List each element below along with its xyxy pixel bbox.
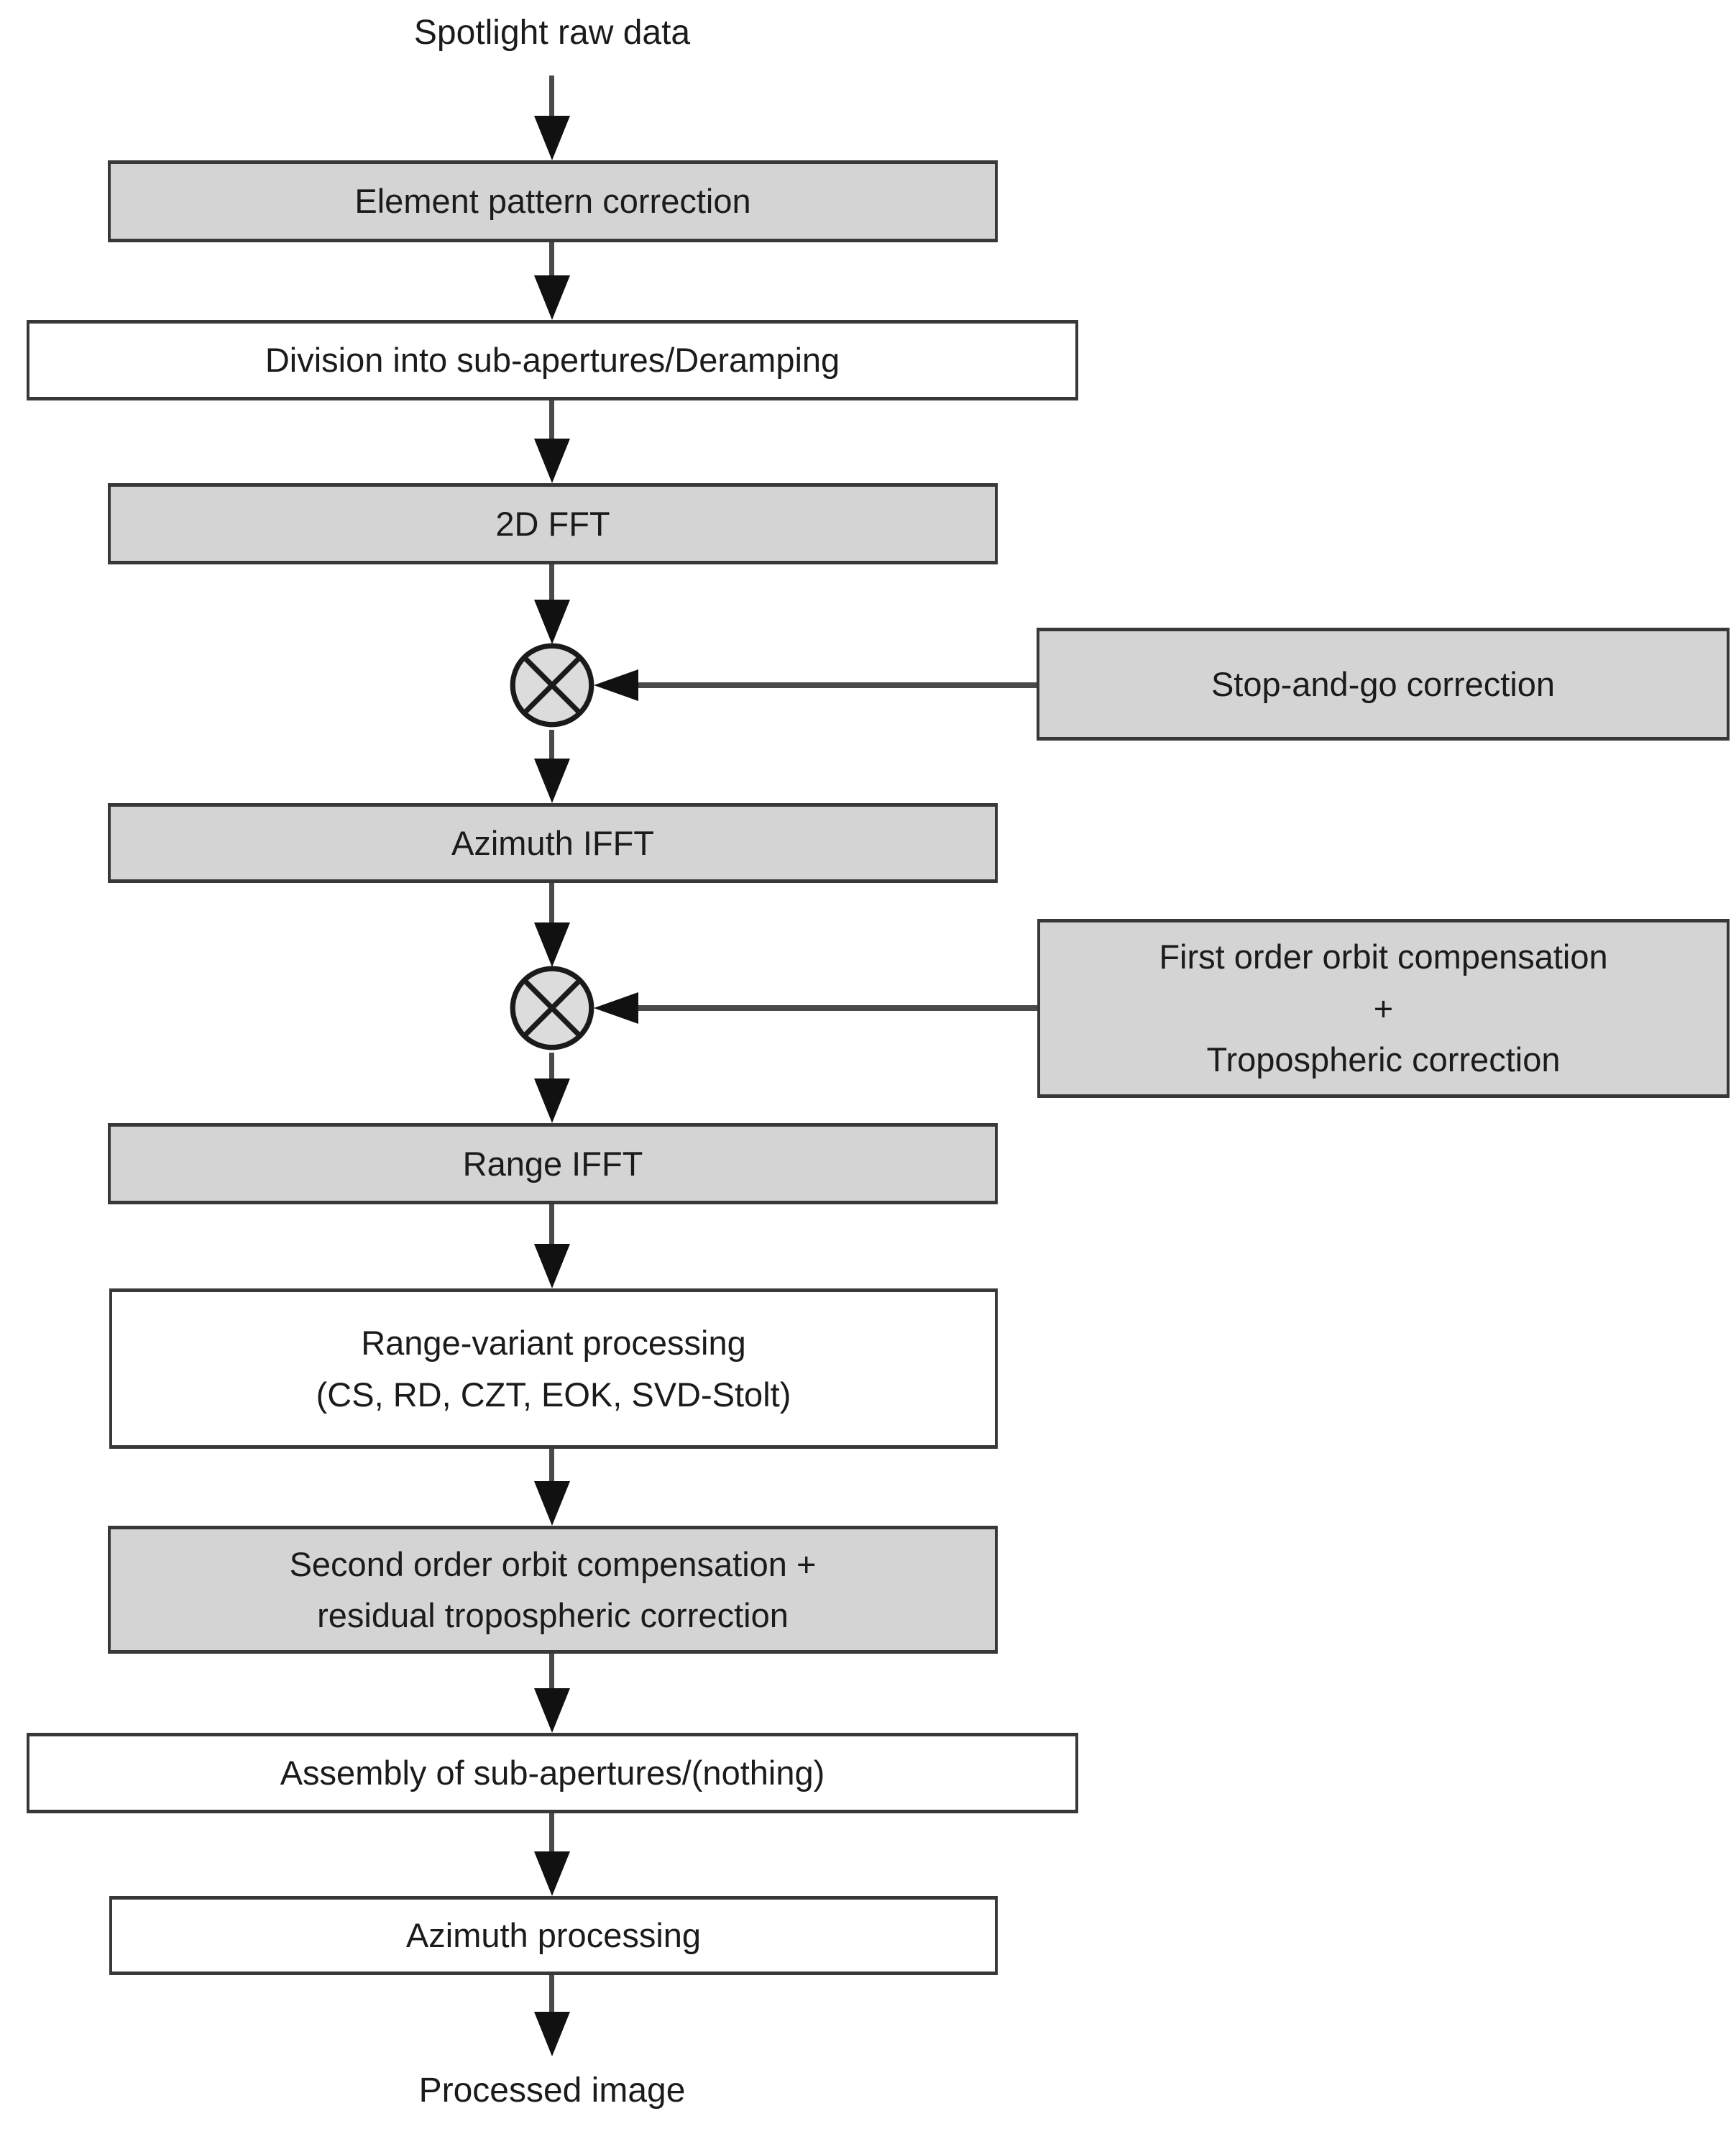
node-label: Division into sub-apertures/Deramping	[265, 341, 840, 380]
node-range-variant-processing: Range-variant processing (CS, RD, CZT, E…	[109, 1288, 998, 1449]
connector-line	[638, 1005, 1037, 1011]
arrow-down-icon	[534, 1079, 570, 1123]
connector-line	[549, 883, 554, 922]
node-label: 2D FFT	[495, 504, 610, 543]
arrow-down-icon	[534, 1244, 570, 1288]
connector-line	[549, 1975, 554, 2012]
source-label: Spotlight raw data	[413, 14, 691, 52]
node-label: Azimuth processing	[405, 1916, 702, 1955]
arrow-left-icon	[594, 669, 638, 701]
node-azimuth-processing: Azimuth processing	[109, 1896, 998, 1975]
sink-label: Processed image	[418, 2071, 686, 2110]
arrow-down-icon	[534, 759, 570, 803]
arrow-down-icon	[534, 1851, 570, 1896]
arrow-left-icon	[594, 992, 638, 1024]
node-label: Assembly of sub-apertures/(nothing)	[280, 1754, 825, 1792]
arrow-down-icon	[534, 116, 570, 160]
connector-line	[549, 1449, 554, 1481]
node-label-line: +	[1373, 989, 1394, 1027]
arrow-down-icon	[534, 2012, 570, 2056]
arrow-down-icon	[534, 439, 570, 483]
arrow-down-icon	[534, 1481, 570, 1526]
node-label-line: residual tropospheric correction	[317, 1596, 789, 1634]
connector-line	[549, 1654, 554, 1688]
connector-line	[549, 730, 554, 759]
node-label-line: Tropospheric correction	[1206, 1040, 1561, 1079]
arrow-down-icon	[534, 275, 570, 320]
connector-line	[549, 242, 554, 275]
arrow-down-icon	[534, 600, 570, 644]
connector-line	[549, 400, 554, 439]
connector-line	[549, 1204, 554, 1244]
node-stop-and-go-correction: Stop-and-go correction	[1037, 628, 1730, 741]
node-range-ifft: Range IFFT	[108, 1123, 998, 1204]
node-second-order-orbit-compensation: Second order orbit compensation + residu…	[108, 1526, 998, 1654]
node-assembly-of-sub-apertures: Assembly of sub-apertures/(nothing)	[27, 1733, 1078, 1813]
connector-line	[638, 682, 1037, 688]
node-azimuth-ifft: Azimuth IFFT	[108, 803, 998, 883]
multiply-icon	[508, 963, 597, 1053]
arrow-down-icon	[534, 1688, 570, 1733]
node-2d-fft: 2D FFT	[108, 483, 998, 564]
node-label-line: Range-variant processing	[361, 1324, 746, 1363]
node-element-pattern-correction: Element pattern correction	[108, 160, 998, 242]
connector-line	[549, 1053, 554, 1079]
connector-line	[549, 1813, 554, 1851]
node-label: Range IFFT	[462, 1144, 643, 1183]
node-label: Element pattern correction	[354, 182, 751, 221]
node-first-order-orbit-compensation: First order orbit compensation + Troposp…	[1037, 919, 1730, 1098]
node-label-line: (CS, RD, CZT, EOK, SVD-Stolt)	[316, 1375, 791, 1414]
multiply-icon	[508, 641, 597, 730]
node-label-line: Second order orbit compensation +	[289, 1544, 817, 1583]
connector-line	[549, 75, 554, 116]
node-label-line: First order orbit compensation	[1159, 938, 1608, 976]
node-label: Azimuth IFFT	[451, 823, 655, 862]
node-division-into-sub-apertures: Division into sub-apertures/Deramping	[27, 320, 1078, 400]
connector-line	[549, 564, 554, 600]
arrow-down-icon	[534, 922, 570, 967]
node-label: Stop-and-go correction	[1211, 664, 1556, 703]
